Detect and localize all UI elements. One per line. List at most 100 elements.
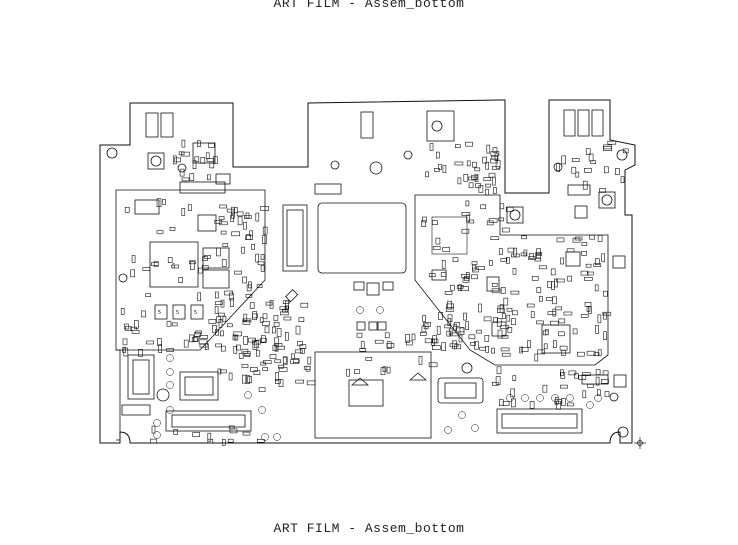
passive-component: [502, 313, 506, 319]
passive-component: [188, 204, 192, 211]
passive-component: [486, 144, 491, 154]
small-ics: 5 5 5: [134, 173, 627, 388]
passive-component: [305, 365, 311, 372]
passive-component: [561, 155, 567, 165]
passive-component: [512, 310, 518, 316]
passive-component: [265, 301, 273, 306]
passive-component: [607, 140, 617, 145]
passive-component: [405, 340, 413, 346]
passive-component: [454, 344, 462, 350]
passive-component: [572, 328, 578, 335]
passive-component: [505, 207, 514, 212]
passive-component: [232, 334, 237, 341]
passive-component: [496, 366, 502, 375]
passive-component: [199, 343, 209, 348]
passive-component: [502, 227, 510, 233]
passive-component: [493, 187, 497, 194]
passive-component: [526, 303, 535, 308]
passive-component: [492, 147, 498, 153]
passive-component: [264, 326, 270, 334]
passive-component: [558, 318, 566, 324]
passive-component: [230, 215, 234, 222]
test-point: [521, 394, 529, 402]
passive-component: [433, 168, 440, 172]
passive-component: [231, 231, 240, 237]
passive-component: [346, 368, 351, 377]
passive-component: [131, 329, 140, 334]
passive-component: [365, 357, 373, 361]
test-point: [356, 306, 364, 314]
passive-component: [587, 383, 594, 388]
passive-component: [138, 349, 143, 357]
passive-component: [142, 267, 151, 272]
test-points: [153, 306, 602, 441]
test-point: [261, 433, 269, 441]
passive-component: [465, 141, 473, 147]
passive-component: [171, 322, 178, 327]
passive-component: [218, 216, 225, 220]
passive-component: [491, 347, 495, 354]
passive-component: [422, 315, 427, 322]
passive-component: [500, 325, 509, 330]
passive-component: [554, 278, 558, 288]
passive-component: [222, 438, 226, 446]
passive-component: [299, 344, 307, 350]
passive-component: [551, 281, 555, 290]
passive-component: [536, 320, 544, 325]
passive-component: [189, 173, 195, 181]
passive-component: [179, 168, 185, 177]
passive-component: [274, 379, 281, 384]
passive-component: [534, 257, 542, 262]
passive-component: [520, 252, 527, 257]
passive-component: [246, 234, 251, 240]
passive-component: [497, 305, 505, 310]
passive-component: [279, 311, 289, 316]
passive-component: [542, 384, 548, 393]
passive-component: [276, 328, 282, 337]
passive-component: [145, 293, 151, 297]
test-point: [566, 394, 574, 402]
passive-component: [485, 188, 489, 196]
passive-component: [599, 188, 606, 193]
passive-component: [252, 313, 258, 319]
passive-component: [440, 272, 447, 277]
passive-component: [622, 148, 629, 154]
passive-component: [275, 342, 283, 347]
passive-component: [384, 332, 390, 339]
passive-component: [588, 306, 592, 314]
test-point: [536, 394, 544, 402]
passive-component: [435, 237, 441, 245]
passive-component: [156, 230, 164, 234]
drawing-title-top: ART FILM - Assem_bottom: [273, 0, 465, 11]
passive-component: [242, 276, 247, 284]
passive-component: [499, 203, 505, 210]
passive-component: [560, 384, 568, 389]
passive-component: [567, 275, 573, 282]
center-fpc-connector: [282, 204, 308, 272]
passive-component: [486, 220, 494, 226]
left-small-connector: [179, 371, 219, 401]
passive-component: [454, 321, 460, 327]
passive-component: [529, 401, 535, 409]
passive-component: [474, 174, 479, 182]
passive-component: [218, 312, 225, 317]
passive-component: [283, 316, 292, 321]
passive-component: [449, 343, 459, 348]
passive-component: [241, 348, 249, 354]
passive-component: [547, 281, 552, 288]
passive-component: [595, 376, 600, 386]
passive-component: [603, 166, 609, 174]
passive-component: [207, 174, 211, 181]
passive-component: [561, 350, 566, 356]
passive-component: [193, 336, 199, 342]
passive-component: [550, 268, 556, 276]
passive-component: [560, 372, 566, 379]
passive-component: [447, 318, 452, 326]
passive-component: [418, 355, 423, 365]
passive-component: [471, 274, 478, 280]
passive-component: [534, 353, 539, 362]
passive-component: [507, 326, 513, 333]
passive-component: [575, 171, 580, 178]
passive-component: [271, 326, 276, 334]
passive-component: [354, 369, 360, 374]
